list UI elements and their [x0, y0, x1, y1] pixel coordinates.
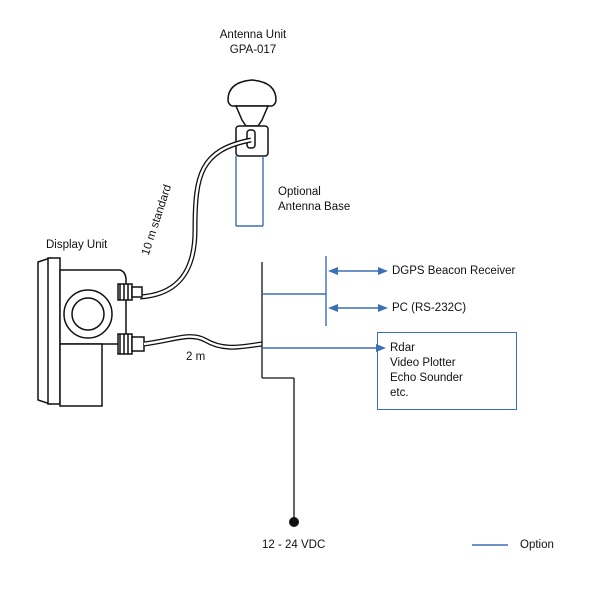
optional-base-label-2: Antenna Base: [278, 201, 351, 213]
device-item-echo-sounder: Echo Sounder: [390, 372, 463, 384]
optional-base-label-1: Optional: [278, 186, 321, 198]
dgps-label: DGPS Beacon Receiver: [392, 265, 516, 277]
standard-bus: [261, 262, 295, 520]
antenna-unit: [227, 79, 277, 157]
display-unit: [37, 256, 145, 407]
option-lines: [262, 256, 508, 546]
pc-label: PC (RS-232C): [392, 302, 467, 314]
legend-option-label: Option: [520, 539, 554, 551]
device-item-etc: etc.: [390, 387, 409, 399]
optional-antenna-base: [235, 156, 264, 227]
antenna-unit-model: GPA-017: [229, 44, 277, 56]
data-cable-label: 2 m: [186, 351, 206, 363]
device-item-radar: Rdar: [390, 342, 415, 354]
device-item-video-plotter: Video Plotter: [390, 357, 456, 369]
display-unit-label: Display Unit: [46, 239, 108, 251]
power-label: 12 - 24 VDC: [262, 539, 326, 551]
power-terminal: [289, 517, 299, 527]
external-devices-box: Rdar Video Plotter Echo Sounder etc.: [377, 332, 517, 410]
option-arrowheads: [328, 267, 388, 352]
antenna-unit-title: Antenna Unit: [219, 29, 287, 41]
